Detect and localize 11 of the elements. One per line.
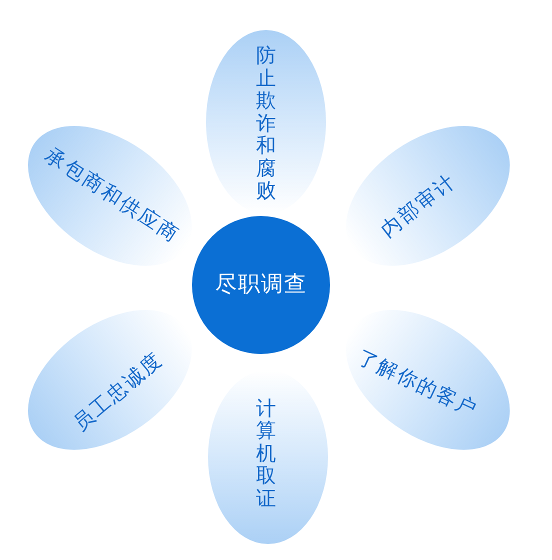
petal-label: 员工忠诚度 [70, 348, 166, 434]
petal-label: 防止欺诈和腐败 [256, 44, 276, 202]
petal-label: 了解你的客户 [355, 346, 481, 420]
petal-label: 计算机取证 [256, 396, 276, 510]
center-label: 尽职调查 [215, 274, 307, 296]
petal-ellipse [28, 310, 192, 450]
petal-ellipse [346, 310, 510, 450]
petal-ellipse [346, 126, 510, 266]
petal-ellipse [28, 126, 192, 266]
petal-label: 承包商和供应商 [42, 144, 184, 246]
petal-label: 内部审计 [376, 170, 460, 240]
